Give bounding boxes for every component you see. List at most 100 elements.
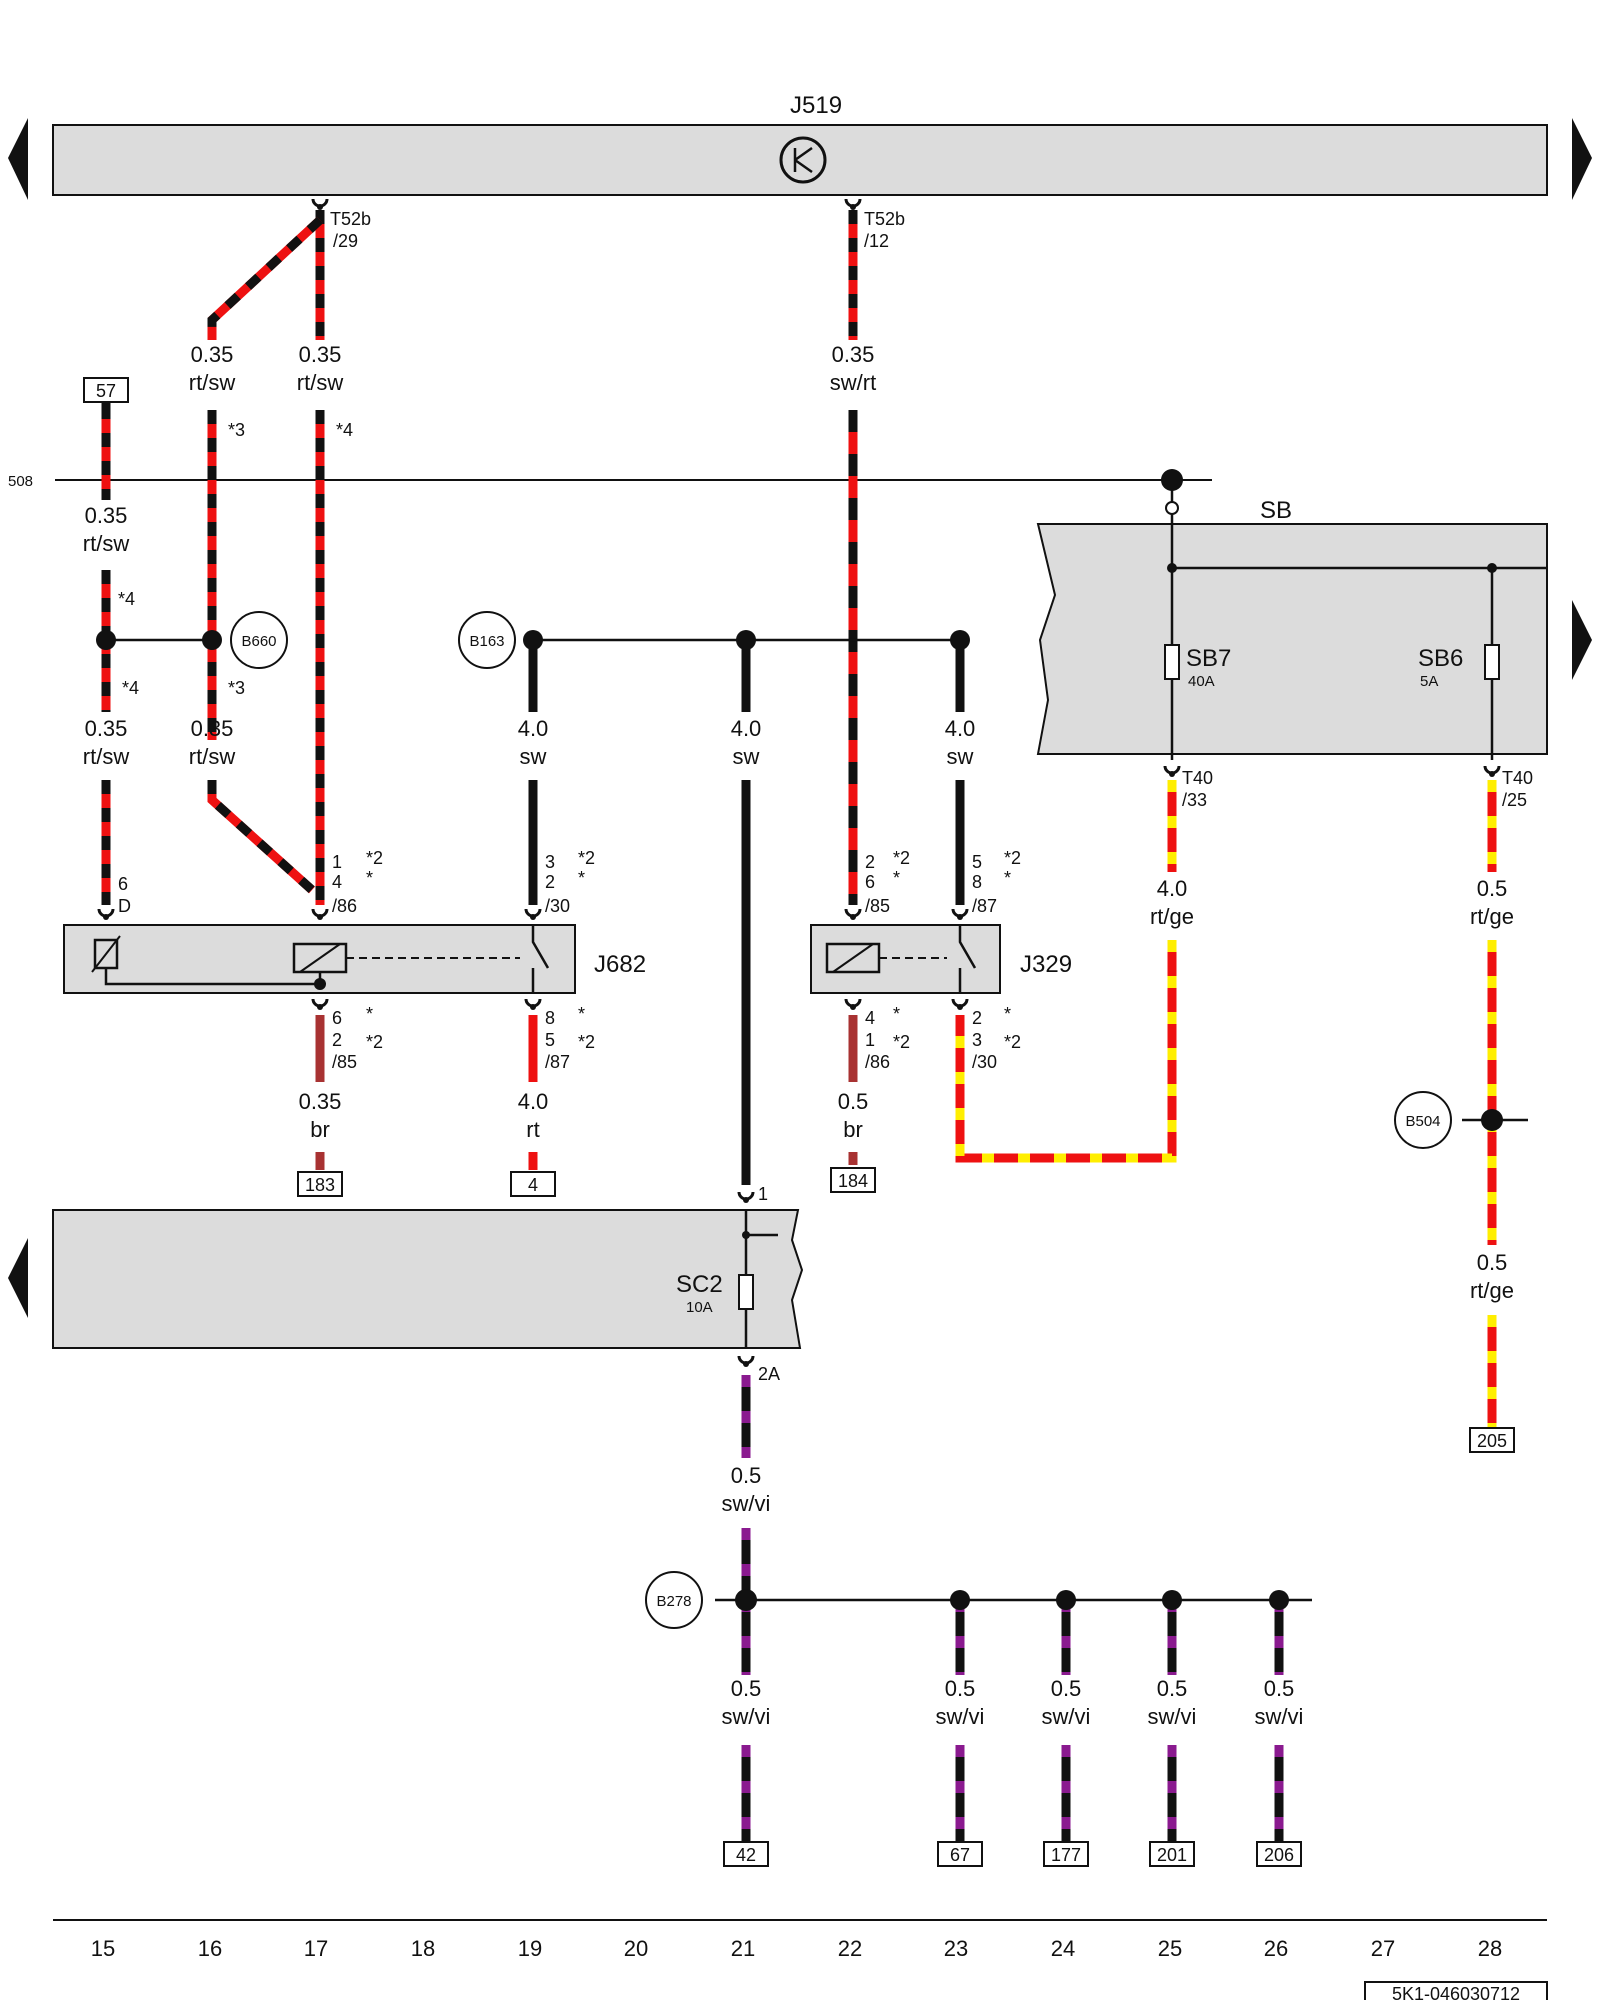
svg-text:br: br <box>310 1117 330 1142</box>
t52b-12-pin: /12 <box>864 231 889 251</box>
j519-label: J519 <box>790 92 842 119</box>
svg-text:18: 18 <box>411 1936 435 1961</box>
svg-text:/85: /85 <box>865 896 890 916</box>
svg-text:206: 206 <box>1264 1845 1294 1865</box>
fuse-sb6-icon <box>1484 644 1500 680</box>
svg-text:24: 24 <box>1051 1936 1075 1961</box>
svg-text:0.5: 0.5 <box>731 1463 762 1488</box>
svg-text:19: 19 <box>518 1936 542 1961</box>
sc2-label: SC2 <box>676 1271 723 1298</box>
svg-text:rt: rt <box>526 1117 539 1142</box>
svg-text:28: 28 <box>1478 1936 1502 1961</box>
svg-text:rt/sw: rt/sw <box>83 744 130 769</box>
svg-text:*4: *4 <box>336 420 353 440</box>
svg-text:*4: *4 <box>122 678 139 698</box>
svg-text:/30: /30 <box>545 896 570 916</box>
sb7-rating: 40A <box>1188 673 1215 690</box>
svg-text:4: 4 <box>332 872 342 892</box>
svg-text:4.0: 4.0 <box>945 716 976 741</box>
svg-text:0.5: 0.5 <box>1264 1676 1295 1701</box>
sb6-rating: 5A <box>1420 673 1438 690</box>
splice-b504-label: B504 <box>1405 1113 1440 1130</box>
svg-text:6: 6 <box>865 872 875 892</box>
svg-text:rt/sw: rt/sw <box>189 744 236 769</box>
svg-text:*3: *3 <box>228 420 245 440</box>
relay-switch-icon <box>958 925 977 993</box>
sc-panel <box>52 1209 804 1349</box>
svg-text:D: D <box>118 896 131 916</box>
t52b-29-label: T52b <box>330 209 371 229</box>
svg-text:177: 177 <box>1051 1845 1081 1865</box>
splice-b163-label: B163 <box>469 633 504 650</box>
svg-text:*: * <box>366 868 373 888</box>
svg-text:*: * <box>366 1004 373 1024</box>
svg-text:sw: sw <box>733 744 760 769</box>
reference-labels: 57 183 4 184 205 42 67 177 201 206 <box>96 381 1507 1865</box>
t52b-29-pin: /29 <box>333 231 358 251</box>
svg-text:1: 1 <box>758 1184 768 1204</box>
svg-text:*2: *2 <box>1004 1032 1021 1052</box>
j329-label: J329 <box>1020 951 1072 978</box>
page-arrow-left-bottom[interactable] <box>8 1238 28 1318</box>
svg-text:*: * <box>578 868 585 888</box>
splice-b278-label: B278 <box>656 1593 691 1610</box>
svg-text:*2: *2 <box>893 848 910 868</box>
t40-33-pin: /33 <box>1182 790 1207 810</box>
svg-text:*2: *2 <box>366 848 383 868</box>
j519-panel <box>52 124 1548 196</box>
svg-text:/87: /87 <box>972 896 997 916</box>
svg-text:sw/vi: sw/vi <box>1042 1704 1091 1729</box>
svg-text:sw/vi: sw/vi <box>936 1704 985 1729</box>
svg-text:6: 6 <box>332 1008 342 1028</box>
svg-text:rt/sw: rt/sw <box>83 531 130 556</box>
svg-text:4: 4 <box>865 1008 875 1028</box>
svg-text:0.35: 0.35 <box>191 342 234 367</box>
svg-text:rt/ge: rt/ge <box>1470 1278 1514 1303</box>
svg-text:/86: /86 <box>865 1052 890 1072</box>
page-arrow-right-top[interactable] <box>1572 118 1592 200</box>
relay-switch-icon <box>531 925 550 993</box>
svg-text:rt/ge: rt/ge <box>1150 904 1194 929</box>
svg-text:0.5: 0.5 <box>945 1676 976 1701</box>
page-arrow-left-top[interactable] <box>8 118 28 200</box>
svg-text:26: 26 <box>1264 1936 1288 1961</box>
svg-text:2: 2 <box>972 1008 982 1028</box>
svg-text:0.35: 0.35 <box>299 1089 342 1114</box>
svg-text:5: 5 <box>545 1030 555 1050</box>
svg-text:br: br <box>843 1117 863 1142</box>
svg-text:23: 23 <box>944 1936 968 1961</box>
svg-text:5: 5 <box>972 852 982 872</box>
svg-text:8: 8 <box>972 872 982 892</box>
svg-text:rt/sw: rt/sw <box>189 370 236 395</box>
svg-text:4: 4 <box>528 1175 538 1195</box>
svg-text:*: * <box>893 1004 900 1024</box>
reference-boxes[interactable] <box>83 377 1515 1867</box>
fuse-sb7-icon <box>1164 644 1180 680</box>
svg-text:2A: 2A <box>758 1364 780 1384</box>
svg-text:0.5: 0.5 <box>838 1089 869 1114</box>
t40-25-pin: /25 <box>1502 790 1527 810</box>
svg-text:*3: *3 <box>228 678 245 698</box>
svg-text:0.35: 0.35 <box>299 342 342 367</box>
svg-text:201: 201 <box>1157 1845 1187 1865</box>
svg-text:/85: /85 <box>332 1052 357 1072</box>
line-508-label: 508 <box>8 473 33 490</box>
svg-text:sw/vi: sw/vi <box>722 1491 771 1516</box>
svg-text:/30: /30 <box>972 1052 997 1072</box>
page-arrow-right-mid[interactable] <box>1572 600 1592 680</box>
svg-text:1: 1 <box>332 852 342 872</box>
svg-text:*: * <box>1004 1004 1011 1024</box>
svg-text:0.35: 0.35 <box>85 716 128 741</box>
sb7-label: SB7 <box>1186 645 1231 672</box>
svg-text:205: 205 <box>1477 1431 1507 1451</box>
control-unit-icon <box>779 136 827 184</box>
svg-text:*2: *2 <box>578 848 595 868</box>
svg-text:25: 25 <box>1158 1936 1182 1961</box>
splice-b504 <box>1394 1091 1452 1149</box>
svg-text:sw/vi: sw/vi <box>722 1704 771 1729</box>
svg-text:*: * <box>578 1004 585 1024</box>
svg-text:16: 16 <box>198 1936 222 1961</box>
svg-text:2: 2 <box>865 852 875 872</box>
sc2-rating: 10A <box>686 1299 713 1316</box>
